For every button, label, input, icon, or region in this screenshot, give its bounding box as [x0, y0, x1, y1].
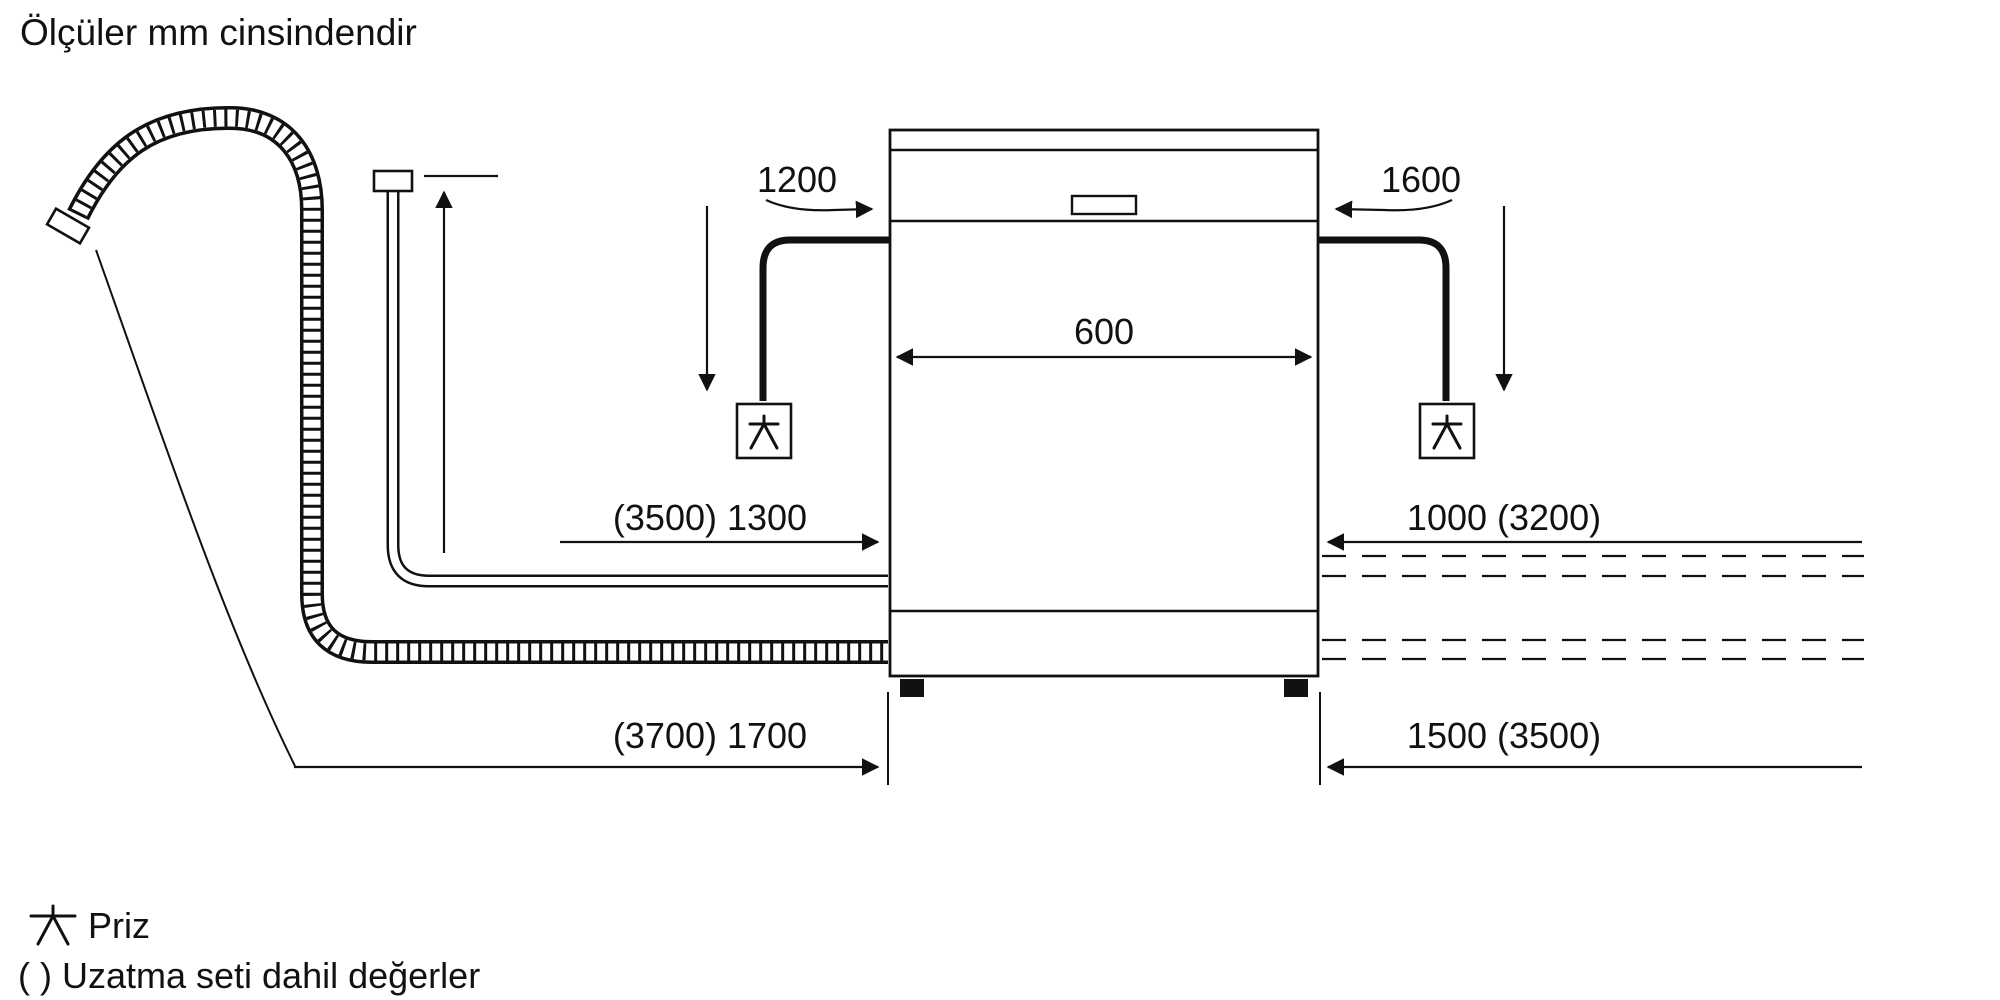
- drain-hose-corrugation: [70, 109, 888, 661]
- dim-inlet-right-label: 1000 (3200): [1407, 497, 1601, 538]
- dimension-inlet-right: 1000 (3200): [1326, 497, 1862, 551]
- dim-cable-left-label: 1200: [757, 159, 837, 200]
- dashed-hoses-right: [1322, 554, 1864, 661]
- foot-right: [1284, 679, 1308, 697]
- dim-supply-left-label: (3500) 1300: [613, 497, 807, 538]
- appliance: [887, 128, 1321, 785]
- dimension-cable-right: 1600: [1334, 159, 1513, 392]
- power-cord-left: [735, 236, 890, 460]
- dim-drain-right-label: 1500 (3500): [1407, 715, 1601, 756]
- dim-drain-left-leader: [95, 249, 296, 767]
- supply-hose-inner: [389, 190, 888, 585]
- drain-hose-end-cap: [45, 206, 91, 246]
- dimension-drain-left: (3700) 1700: [95, 249, 880, 776]
- page-title: Ölçüler mm cinsindendir: [20, 12, 417, 53]
- socket-icon: [735, 402, 793, 460]
- dimension-cable-left: 1200: [698, 159, 874, 392]
- foot-left: [900, 679, 924, 697]
- dim-cable-right-label: 1600: [1381, 159, 1461, 200]
- dim-cable-left-leader: [765, 199, 874, 219]
- dim-drain-left-label: (3700) 1700: [613, 715, 807, 756]
- legend-brackets-note: ( ) Uzatma seti dahil değerler: [18, 955, 480, 996]
- socket-icon: [29, 904, 77, 946]
- drain-hose: [45, 105, 888, 664]
- legend-socket-label: Priz: [88, 905, 150, 946]
- cord-right-path: [1318, 236, 1450, 401]
- dimension-drain-right: 1500 (3500): [1326, 715, 1862, 776]
- supply-hose-tap-fitting: [372, 169, 414, 193]
- supply-hose: [372, 169, 888, 588]
- dim-cable-right-leader: [1334, 199, 1453, 219]
- power-cord-right: [1318, 236, 1476, 460]
- dimension-width: 600: [895, 311, 1313, 366]
- dimension-supply-left: (3500) 1300: [560, 497, 880, 551]
- dim-width-label: 600: [1074, 311, 1134, 352]
- socket-icon: [1418, 402, 1476, 460]
- door-handle: [1070, 194, 1138, 216]
- legend: Priz ( ) Uzatma seti dahil değerler: [18, 904, 480, 996]
- cord-left-path: [759, 236, 890, 401]
